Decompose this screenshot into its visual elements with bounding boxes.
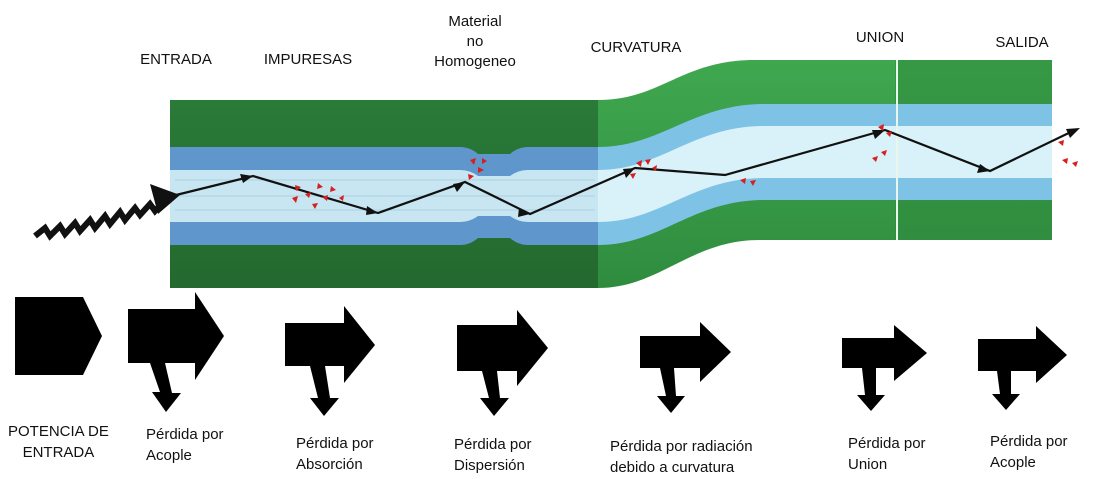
- stage-label-salida: SALIDA: [995, 34, 1049, 51]
- loss-label-dispersion: Pérdida por Dispersión: [454, 436, 532, 474]
- coupling-loss-arrow-1: [128, 292, 224, 412]
- input-power-arrow: [15, 297, 102, 375]
- dispersion-loss-arrow: [457, 310, 548, 416]
- light-ray-path: [171, 128, 1076, 216]
- ray-arrowheads: [240, 128, 1080, 217]
- union-loss-arrow: [842, 325, 927, 411]
- input-light-ray: [33, 193, 174, 241]
- loss-label-curvature: Pérdida por radiación debido a curvatura: [610, 438, 753, 476]
- fiber-cladding-right-bottom: [895, 200, 1052, 240]
- stage-label-material: Material no Homogeneo: [434, 13, 516, 70]
- fiber-cladding-right: [895, 60, 1052, 104]
- stage-label-impuresas: IMPURESAS: [263, 51, 353, 68]
- absorption-loss-arrow: [285, 306, 375, 416]
- curvature-loss-arrow: [640, 322, 731, 413]
- coupling-loss-arrow-2: [978, 326, 1067, 410]
- loss-label-coupling-1: Pérdida por Acople: [146, 426, 224, 464]
- scatter-marks: [292, 124, 1078, 209]
- fiber-body: [170, 60, 1052, 288]
- loss-label-input-power: POTENCIA DE ENTRADA: [8, 423, 109, 461]
- stage-label-curvatura: CURVATURA: [590, 39, 682, 56]
- input-ray-head: [150, 184, 180, 214]
- loss-label-union: Pérdida por Union: [848, 435, 926, 473]
- stage-label-entrada: ENTRADA: [140, 51, 212, 68]
- loss-label-coupling-2: Pérdida por Acople: [990, 433, 1068, 471]
- stage-label-union: UNION: [855, 29, 905, 46]
- loss-label-absorption: Pérdida por Absorción: [296, 435, 374, 473]
